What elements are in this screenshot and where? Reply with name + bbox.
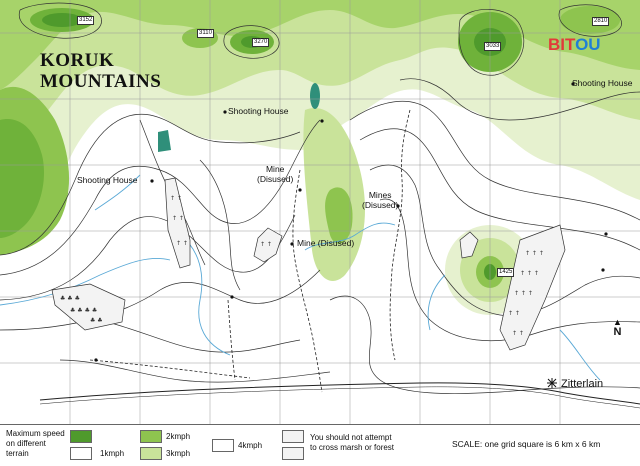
peak-elevation: 3110 (197, 29, 214, 38)
label-town: Zitterlain (561, 378, 604, 390)
map-title-line2: MOUNTAINS (40, 71, 162, 92)
svg-text:↑ ↑ ↑: ↑ ↑ ↑ (520, 270, 539, 277)
legend-heading: Maximum speed on different terrain (6, 429, 65, 459)
svg-text:♣ ♣ ♣ ♣: ♣ ♣ ♣ ♣ (70, 307, 97, 314)
legend-swatch-white (212, 439, 234, 452)
svg-text:↑ ↑: ↑ ↑ (508, 310, 520, 317)
svg-text:↑ ↑ ↑: ↑ ↑ ↑ (514, 290, 533, 297)
label-mine-disused-2: Mine (Disused) (297, 238, 355, 248)
legend-swatch-marsh (70, 447, 92, 460)
map-title: KORUK MOUNTAINS (40, 50, 161, 92)
label-shooting-house: Shooting House (228, 106, 289, 116)
legend-swatch-light-green (140, 447, 162, 460)
legend-marsh-note: You should not attempt to cross marsh or… (310, 433, 394, 453)
svg-text:♣ ♣ ♣: ♣ ♣ ♣ (60, 295, 80, 302)
legend-heading-line2: on different (6, 439, 46, 448)
brand-logo-part1: BIT (548, 35, 576, 54)
svg-text:↑ ↑: ↑ ↑ (176, 240, 188, 247)
legend-speed-2: 2kmph (166, 432, 191, 441)
svg-text:↑ ↑: ↑ ↑ (170, 195, 182, 202)
label-mines-line2: (Disused) (362, 199, 399, 210)
legend-speed-1: 1kmph (100, 449, 125, 458)
legend-speed-3: 3kmph (166, 449, 191, 458)
brand-logo: BITOU (548, 35, 601, 55)
peak-elevation: 2810 (592, 17, 610, 26)
legend-swatch-trees (282, 447, 304, 460)
svg-text:↑ ↑: ↑ ↑ (512, 330, 524, 337)
legend-heading-line1: Maximum speed (6, 429, 65, 438)
label-shooting-house: Shooting House (77, 175, 138, 185)
north-arrow-icon: ▲ N (613, 317, 622, 339)
label-mine-line1: Mine (265, 164, 285, 174)
svg-text:↑ ↑ ↑: ↑ ↑ ↑ (525, 250, 544, 257)
label-mine-line2: (Disused) (257, 173, 294, 184)
label-mine-disused: Mine (Disused) (257, 164, 294, 185)
label-mines-disused: Mines (Disused) (362, 190, 399, 211)
label-shooting-house: Shooting House (572, 78, 633, 88)
peak-elevation: 3270 (252, 38, 270, 47)
legend-marsh-line2: to cross marsh or forest (310, 443, 395, 452)
svg-text:↑ ↑: ↑ ↑ (172, 215, 184, 222)
legend-speed-4: 4kmph (238, 441, 263, 450)
map-title-line1: KORUK (40, 50, 115, 71)
legend-swatch-mid-green (140, 430, 162, 443)
map-legend: Maximum speed on different terrain 1kmph… (0, 424, 640, 466)
north-label: N (613, 326, 622, 338)
brand-logo-part2: OU (575, 35, 601, 54)
peak-elevation: 3152 (77, 16, 95, 25)
legend-swatch-forest (282, 430, 304, 443)
legend-scale: SCALE: one grid square is 6 km x 6 km (452, 439, 601, 449)
peak-elevation: 3033 (484, 42, 502, 51)
svg-text:♣ ♣: ♣ ♣ (90, 317, 103, 324)
svg-text:↑ ↑: ↑ ↑ (260, 241, 272, 248)
legend-swatch-dark-green (70, 430, 92, 443)
peak-elevation: 1425 (497, 268, 515, 277)
label-mines-line1: Mines (368, 190, 392, 200)
legend-heading-line3: terrain (6, 449, 29, 458)
legend-marsh-line1: You should not attempt (310, 433, 392, 442)
